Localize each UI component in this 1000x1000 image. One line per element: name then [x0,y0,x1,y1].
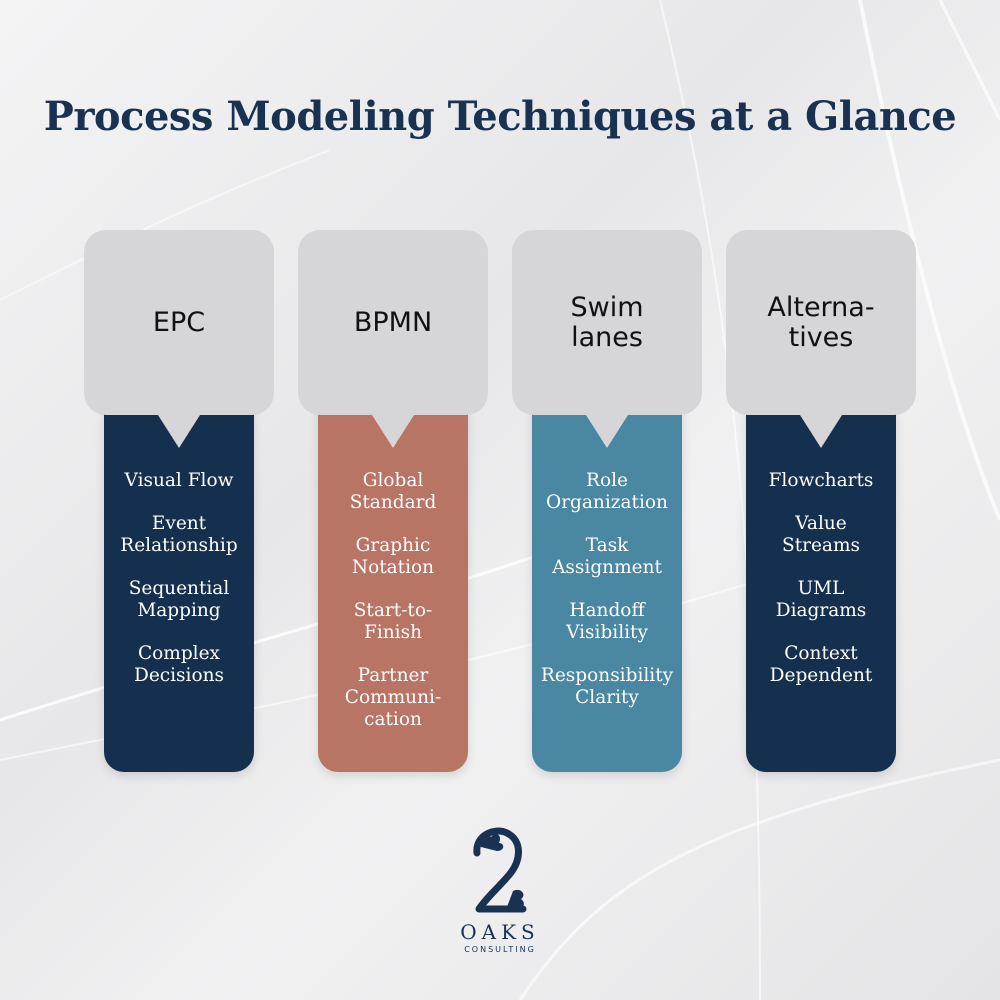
column-header-pointer [800,415,842,448]
column-body [532,408,682,772]
column-header: BPMN [298,230,488,415]
logo-wordmark: OAKS [460,920,540,944]
column-item-list: Visual Flow Event Relationship Sequentia… [94,470,264,687]
column-item-list: Flowcharts Value Streams UML Diagrams Co… [736,470,906,687]
column-header: EPC [84,230,274,415]
company-logo: OAKS CONSULTING [430,825,570,960]
column-header-label: Alterna- tives [767,291,875,353]
column-header: Alterna- tives [726,230,916,415]
column-item: Complex Decisions [133,643,225,686]
page-title: Process Modeling Techniques at a Glance [43,93,957,140]
column-swim-lanes: Swim lanes Role Organization Task Assign… [512,230,702,772]
column-header-pointer [372,415,414,448]
column-item-list: Global Standard Graphic Notation Start-t… [308,470,478,731]
column-item: Event Relationship [120,513,238,556]
column-item: Visual Flow [124,470,234,491]
column-item: Sequential Mapping [128,578,230,621]
column-item: Handoff Visibility [566,600,648,643]
column-item: Flowcharts [768,470,874,491]
column-body [318,408,468,772]
logo-subtitle: CONSULTING [464,945,536,954]
column-header-pointer [586,415,628,448]
column-item-list: Role Organization Task Assignment Handof… [522,470,692,709]
column-header-label: Swim lanes [570,291,644,353]
column-item: Responsibility Clarity [540,665,674,708]
column-item: Role Organization [546,470,668,513]
column-body [104,408,254,772]
column-item: UML Diagrams [775,578,867,621]
column-bpmn: BPMN Global Standard Graphic Notation St… [298,230,488,772]
column-item: Value Streams [782,513,860,556]
column-item: Partner Communi- cation [344,665,442,730]
column-item: Start-to- Finish [353,600,433,643]
column-body [746,408,896,772]
column-header-label: EPC [152,306,206,338]
column-item: Task Assignment [552,535,662,578]
column-item: Context Dependent [769,643,873,686]
column-alternatives: Alterna- tives Flowcharts Value Streams … [726,230,916,772]
oak-leaf-icon [473,827,527,913]
column-epc: EPC Visual Flow Event Relationship Seque… [84,230,274,772]
column-header-label: BPMN [353,306,433,338]
column-header-pointer [158,415,200,448]
column-item: Global Standard [349,470,437,513]
column-header: Swim lanes [512,230,702,415]
column-item: Graphic Notation [351,535,435,578]
